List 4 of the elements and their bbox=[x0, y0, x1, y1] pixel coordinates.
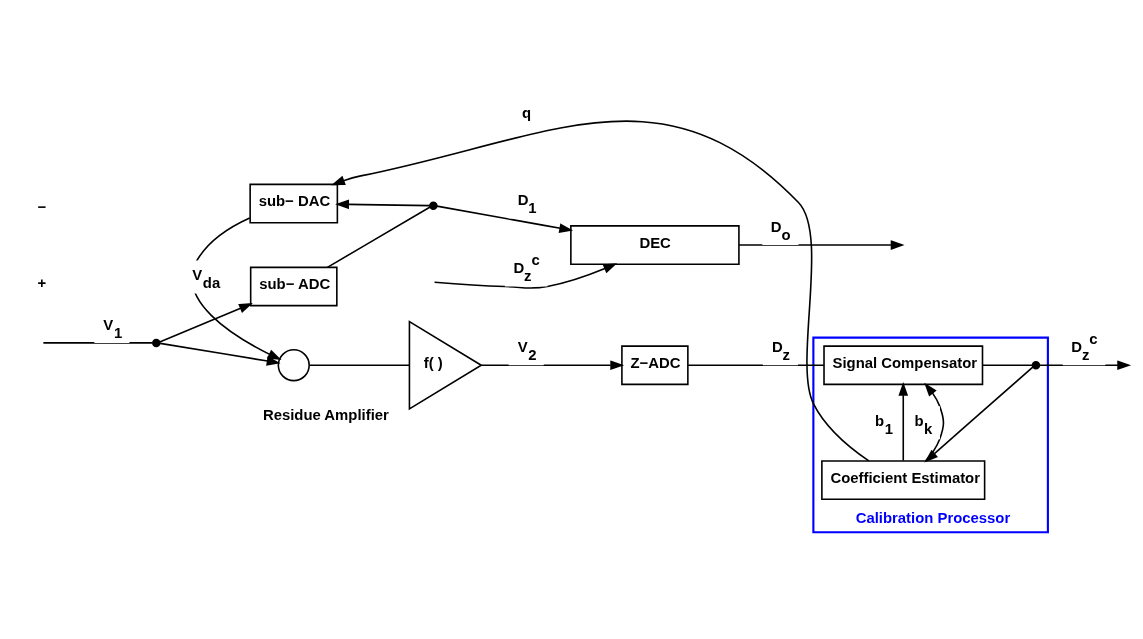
label: + bbox=[37, 275, 47, 292]
node-label: Residue Amplifier bbox=[262, 406, 389, 423]
edge-label: q bbox=[521, 105, 532, 122]
label: − bbox=[37, 198, 47, 215]
